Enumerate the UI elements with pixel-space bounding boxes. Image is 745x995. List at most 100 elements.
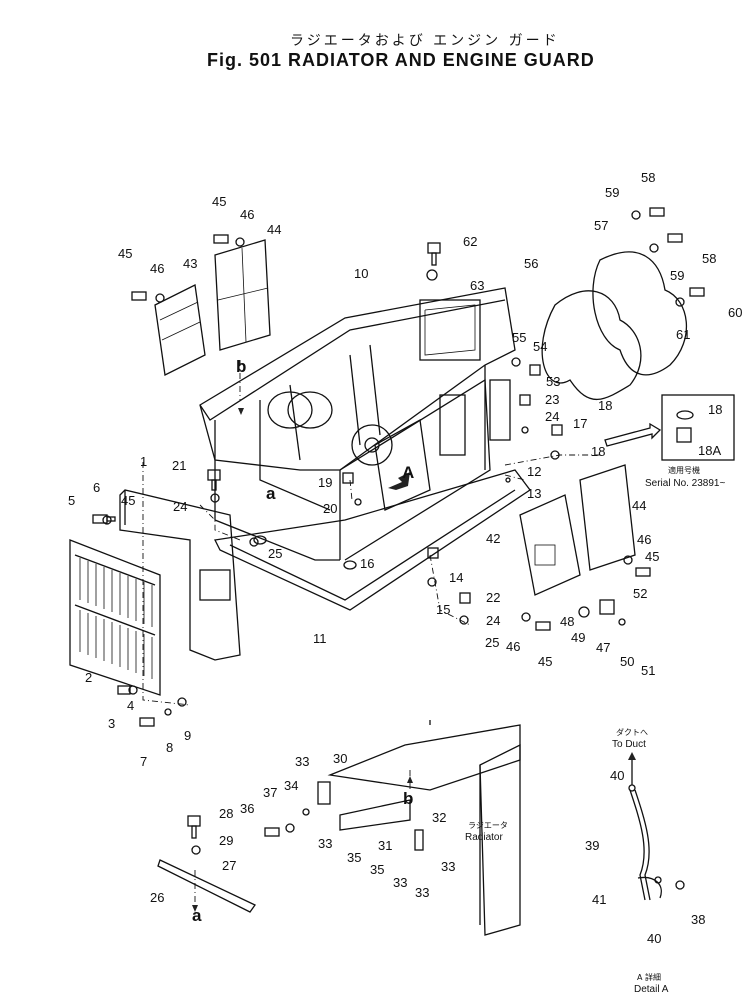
part-label: 45 xyxy=(212,194,226,209)
part-label: 18 xyxy=(708,402,722,417)
part-label: 53 xyxy=(546,374,560,389)
part-label: 16 xyxy=(360,556,374,571)
hardware-drawing xyxy=(92,207,705,884)
part-label: 45 xyxy=(538,654,552,669)
part-label: 33 xyxy=(318,836,332,851)
part-label: 54 xyxy=(533,339,547,354)
part-label: 59 xyxy=(670,268,684,283)
guard-box-drawing xyxy=(199,287,531,611)
part-label: 61 xyxy=(676,327,690,342)
part-label: 28 xyxy=(219,806,233,821)
view-a-marker: A xyxy=(402,463,414,482)
part-label: 55 xyxy=(512,330,526,345)
part-label: 44 xyxy=(267,222,281,237)
arrow-b-icon xyxy=(238,408,244,415)
part-label: 62 xyxy=(463,234,477,249)
part-label: 22 xyxy=(486,590,500,605)
part-label: 23 xyxy=(545,392,559,407)
part-label: 46 xyxy=(240,207,254,222)
part-label: 32 xyxy=(432,810,446,825)
side-covers-right xyxy=(519,464,636,596)
part-label: 42 xyxy=(486,531,500,546)
part-label: 45 xyxy=(118,246,132,261)
front-grille-drawing xyxy=(69,489,241,696)
part-label: 35 xyxy=(347,850,361,865)
part-label: 48 xyxy=(560,614,574,629)
detail-note-jp: A 詳細 xyxy=(637,972,661,982)
part-label: 3 xyxy=(108,716,115,731)
part-label: 6 xyxy=(93,480,100,495)
part-label: 2 xyxy=(85,670,92,685)
serial-note-jp: 適用号機 xyxy=(668,465,700,475)
part-label: 25 xyxy=(485,635,499,650)
part-label: 56 xyxy=(524,256,538,271)
radiator-note-jp: ラジエータ xyxy=(468,821,508,830)
part-label: 33 xyxy=(441,859,455,874)
title-english: Fig. 501 RADIATOR AND ENGINE GUARD xyxy=(207,50,595,70)
bracket-drawing xyxy=(157,720,521,936)
part-label: 46 xyxy=(150,261,164,276)
gaskets-drawing xyxy=(541,251,688,401)
part-label: 45 xyxy=(645,549,659,564)
part-label: 47 xyxy=(596,640,610,655)
part-label: b xyxy=(403,789,413,808)
part-label: 59 xyxy=(605,185,619,200)
tube-drawing xyxy=(628,752,685,901)
part-label: 44 xyxy=(632,498,646,513)
part-label: 8 xyxy=(166,740,173,755)
part-label: 21 xyxy=(172,458,186,473)
part-label: 12 xyxy=(527,464,541,479)
part-label: 19 xyxy=(318,475,332,490)
part-label: 10 xyxy=(354,266,368,281)
part-label: a xyxy=(192,906,202,925)
part-label: 31 xyxy=(378,838,392,853)
part-label: 33 xyxy=(415,885,429,900)
part-label: 36 xyxy=(240,801,254,816)
part-label: 45 xyxy=(121,493,135,508)
part-label: 27 xyxy=(222,858,236,873)
duct-note: To Duct xyxy=(612,739,646,750)
title-japanese: ラジエータおよび エンジン ガード xyxy=(290,33,560,49)
arrow-a-icon xyxy=(192,905,198,912)
part-label: 37 xyxy=(263,785,277,800)
part-label: 26 xyxy=(150,890,164,905)
part-label: 24 xyxy=(545,409,559,424)
part-label: 24 xyxy=(486,613,500,628)
part-label: 46 xyxy=(506,639,520,654)
part-label: 20 xyxy=(323,501,337,516)
part-label: 11 xyxy=(313,631,327,646)
part-label: 34 xyxy=(284,778,298,793)
part-label: 18A xyxy=(698,443,721,458)
part-label: 43 xyxy=(183,256,197,271)
exploded-view-leaders xyxy=(142,360,600,905)
part-label: 5 xyxy=(68,493,75,508)
duct-note-jp: ダクトへ xyxy=(616,727,648,737)
part-label: 40 xyxy=(610,768,624,783)
arrow-b2-icon xyxy=(407,776,413,783)
part-label: 13 xyxy=(527,486,541,501)
part-label: 18 xyxy=(591,444,605,459)
part-label: 33 xyxy=(295,754,309,769)
part-label: 4 xyxy=(127,698,134,713)
part-label: a xyxy=(266,484,276,503)
part-label: 58 xyxy=(641,170,655,185)
part-label: 38 xyxy=(691,912,705,927)
part-label: b xyxy=(236,357,246,376)
side-covers-upper-left xyxy=(154,239,271,376)
part-label: 29 xyxy=(219,833,233,848)
part-label: 39 xyxy=(585,838,599,853)
part-label: 35 xyxy=(370,862,384,877)
part-label: 58 xyxy=(702,251,716,266)
part-label: 1 xyxy=(140,454,147,469)
part-label: 14 xyxy=(449,570,463,585)
part-label: 52 xyxy=(633,586,647,601)
part-label: 50 xyxy=(620,654,634,669)
part-label: 33 xyxy=(393,875,407,890)
part-18a-icon xyxy=(676,427,692,443)
part-label: 51 xyxy=(641,663,655,678)
part-label: 9 xyxy=(184,728,191,743)
part-label: 25 xyxy=(268,546,282,561)
radiator-note: Radiator xyxy=(465,832,503,843)
